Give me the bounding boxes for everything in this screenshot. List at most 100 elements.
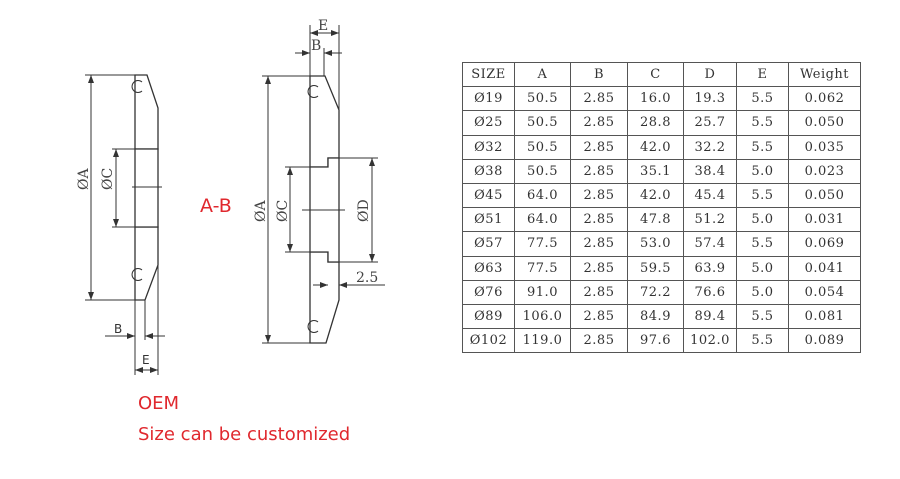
table-cell: 5.5 [736,231,789,257]
table-cell: Ø51 [462,207,515,233]
table-cell: 0.035 [788,134,861,160]
table-cell: 42.0 [627,182,684,209]
table-cell: 5.0 [736,158,789,184]
table-cell: Ø89 [462,303,515,330]
table-cell: 0.031 [788,207,861,233]
table-cell: 2.85 [570,182,628,209]
table-cell: 42.0 [627,134,684,160]
table-cell: 102.0 [683,328,737,354]
left-dim-c-label: ØC [100,168,116,190]
table-cell: Ø19 [462,86,515,112]
table-cell: 16.0 [627,86,684,112]
table-cell: Ø76 [462,279,515,305]
table-cell: 106.0 [514,303,571,330]
right-dim-a-label: ØA [253,200,269,222]
table-cell: 2.85 [570,158,628,184]
table-cell: 84.9 [627,303,684,330]
table-cell: 28.8 [627,110,684,136]
table-cell: 50.5 [514,158,571,184]
table-cell: 5.5 [736,134,789,160]
table-cell: Ø63 [462,255,515,281]
table-cell: 76.6 [683,279,737,305]
oem-note: OEM [138,393,180,414]
table-cell: 89.4 [683,303,737,330]
table-cell: 5.5 [736,303,789,330]
table-cell: 53.0 [627,231,684,257]
table-cell: 2.85 [570,231,628,257]
table-cell: Ø25 [462,110,515,136]
table-cell: 59.5 [627,255,684,281]
table-cell: 119.0 [514,328,571,354]
table-cell: 5.5 [736,182,789,209]
left-section-view: ØA ØC B E [76,74,165,375]
table-cell: 2.85 [570,110,628,136]
table-cell: 50.5 [514,134,571,160]
table-cell: 0.062 [788,86,861,112]
table-cell: 0.054 [788,279,861,305]
table-cell: Ø45 [462,182,515,209]
table-cell: 77.5 [514,231,571,257]
column-header: SIZE [462,61,515,88]
table-cell: 50.5 [514,110,571,136]
table-cell: 19.3 [683,86,737,112]
column-header: D [683,61,737,88]
right-dim-d-label: ØD [356,199,372,222]
table-cell: Ø102 [462,328,515,354]
right-section-view: ØA ØC ØD B E 2.5 [253,18,385,344]
column-header: C [627,61,684,88]
table-cell: 2.85 [570,303,628,330]
right-dim-b-label: B [311,38,321,54]
column-header: A [514,61,571,88]
table-cell: 64.0 [514,207,571,233]
right-dim-e-label: E [318,18,328,34]
column-header: Weight [788,61,861,88]
table-cell: 47.8 [627,207,684,233]
table-cell: 35.1 [627,158,684,184]
table-cell: 0.081 [788,303,861,330]
table-cell: 2.85 [570,86,628,112]
table-cell: 2.85 [570,255,628,281]
table-cell: 5.0 [736,279,789,305]
table-cell: 0.050 [788,182,861,209]
table-cell: 5.5 [736,110,789,136]
table-cell: 64.0 [514,182,571,209]
table-cell: 97.6 [627,328,684,354]
table-cell: 51.2 [683,207,737,233]
table-cell: 77.5 [514,255,571,281]
table-cell: Ø32 [462,134,515,160]
left-dim-e-label: E [142,353,150,367]
table-cell: 25.7 [683,110,737,136]
section-label: A-B [200,195,232,217]
table-cell: 5.5 [736,86,789,112]
table-cell: 2.85 [570,279,628,305]
table-cell: 57.4 [683,231,737,257]
table-cell: 2.85 [570,328,628,354]
table-cell: 5.5 [736,328,789,354]
table-cell: 0.050 [788,110,861,136]
table-cell: 91.0 [514,279,571,305]
right-dim-c-label: ØC [275,200,291,222]
left-dim-a-label: ØA [76,168,92,190]
table-cell: Ø38 [462,158,515,184]
table-cell: 2.85 [570,207,628,233]
table-cell: 5.0 [736,255,789,281]
left-dim-b-label: B [114,322,122,336]
table-cell: 63.9 [683,255,737,281]
table-cell: 2.85 [570,134,628,160]
table-cell: Ø57 [462,231,515,257]
table-cell: 0.089 [788,328,861,354]
table-cell: 32.2 [683,134,737,160]
